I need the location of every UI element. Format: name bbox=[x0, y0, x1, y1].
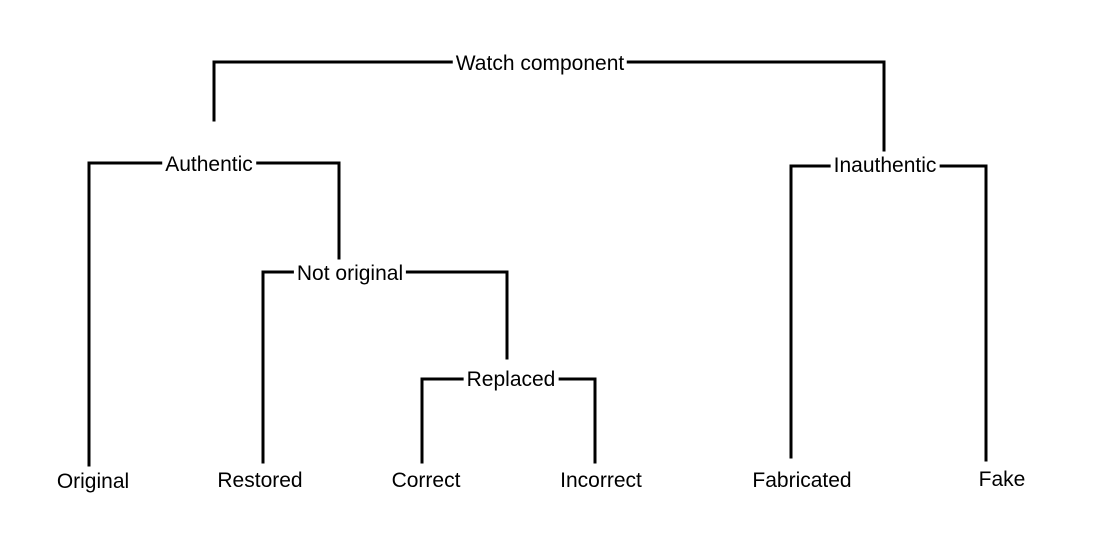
connector-inauthentic bbox=[789, 164, 988, 462]
leaf-fake: Fake bbox=[975, 468, 1029, 492]
node-inauthentic: Inauthentic bbox=[830, 154, 940, 178]
node-replaced: Replaced bbox=[463, 368, 559, 392]
node-authentic: Authentic bbox=[162, 153, 256, 177]
leaf-fabricated: Fabricated bbox=[749, 469, 855, 493]
node-not-original: Not original bbox=[293, 262, 407, 286]
leaf-incorrect: Incorrect bbox=[557, 469, 645, 493]
node-watch-component: Watch component bbox=[452, 52, 628, 76]
leaf-correct: Correct bbox=[388, 469, 464, 493]
leaf-original: Original bbox=[53, 470, 133, 494]
connector-not-original bbox=[261, 270, 509, 464]
leaf-restored: Restored bbox=[214, 469, 306, 493]
connector-authentic bbox=[87, 161, 341, 467]
